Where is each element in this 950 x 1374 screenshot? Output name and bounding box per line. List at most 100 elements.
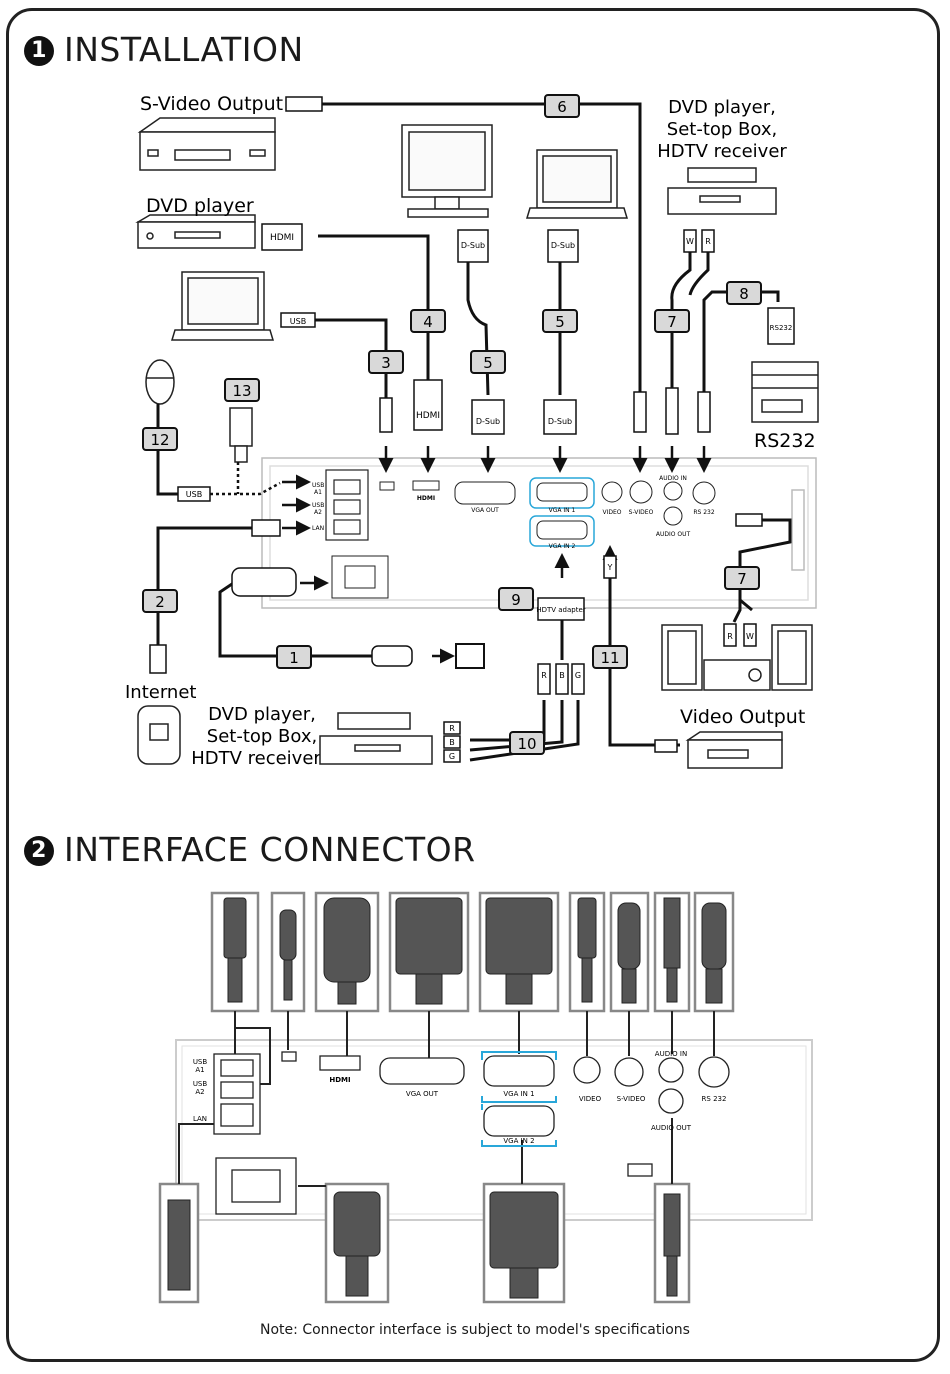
vcr-device-icon (685, 731, 783, 769)
vga-in-2-label: VGA IN 2 (503, 1137, 534, 1145)
cable-number-badge: 11 (592, 645, 628, 669)
laptop-icon (170, 271, 275, 341)
rs232-port-label: RS 232 (693, 509, 715, 516)
cable-number-badge: 6 (544, 94, 580, 118)
vga-out-label: VGA OUT (406, 1090, 439, 1098)
usb-a2-label: A2 (195, 1088, 204, 1096)
interface-ports (213, 1051, 730, 1215)
usb-plug-label: USB (186, 490, 202, 499)
dvd-settop-label: DVD player, (208, 704, 316, 725)
dsub-plug-label: D-Sub (548, 417, 572, 426)
cable-number-label: 1 (289, 649, 299, 667)
cable-number-badge: 5 (542, 309, 578, 333)
component-r-label: R (449, 724, 455, 733)
hdmi-plug-label: HDMI (270, 233, 294, 243)
cable-number-badge: 5 (470, 350, 506, 374)
video-port (601, 481, 623, 503)
usb-plug-label: USB (290, 317, 306, 326)
cable-number-label: 10 (517, 735, 536, 753)
usb-a1-label: USB (193, 1058, 208, 1066)
cable-number-label: 13 (232, 382, 251, 400)
cable-number-label: 6 (557, 98, 567, 116)
audio-out-port (663, 506, 683, 526)
cable-number-label: 8 (739, 285, 749, 303)
audio-in-port (663, 481, 683, 501)
usb-a1-port (325, 469, 369, 541)
dsub-plug-label: D-Sub (461, 241, 485, 250)
s-video-port (629, 480, 653, 504)
section-number-badge: 1 (24, 36, 54, 66)
section-number-badge: 2 (24, 836, 54, 866)
usb-a2-label: USB (312, 502, 324, 509)
cable-connectors (149, 96, 795, 763)
cable-number-badge: 8 (726, 281, 762, 305)
mini-usb-port (379, 481, 395, 491)
mouse-icon (145, 359, 175, 405)
cable-number-label: 9 (511, 591, 521, 609)
vga-out-label: VGA OUT (471, 507, 499, 514)
hdmi-plug-label: HDMI (416, 411, 440, 421)
usb-a2-label: USB (193, 1080, 208, 1088)
connector-plug-icons (167, 897, 727, 1299)
cable-number-label: 4 (423, 313, 433, 331)
component-b-label: B (559, 671, 565, 680)
cable-number-label: 7 (667, 313, 677, 331)
audio-plug-w-label: W (686, 237, 694, 246)
dsub-plug-label: D-Sub (476, 417, 500, 426)
footnote: Note: Connector interface is subject to … (260, 1322, 690, 1338)
lan-label: LAN (312, 525, 324, 532)
rs232-label: RS232 (754, 430, 816, 452)
dsub-plug-label: D-Sub (551, 241, 575, 250)
cable-number-label: 11 (600, 649, 619, 667)
audio-out-label: AUDIO OUT (651, 1124, 692, 1132)
dvd-settop-label: HDTV receiver (657, 141, 787, 162)
connector-labels: USB USB HDMI HDMI D-Sub D-Sub D-Sub D-Su… (186, 233, 793, 761)
section-title: INSTALLATION (64, 30, 304, 69)
video-output-label: Video Output (680, 706, 805, 728)
hdmi-logo: HDMI (417, 495, 435, 502)
interface-port-labels: USB A1 USB A2 LAN HDMI VGA OUT VGA IN 1 … (193, 1050, 727, 1145)
component-b-label: B (449, 738, 455, 747)
settop-box-icon (667, 167, 777, 215)
hdtv-adapter-label: HDTV adapter (536, 606, 585, 614)
video-port-label: VIDEO (602, 509, 621, 516)
component-g-label: G (449, 752, 455, 761)
usb-a2-label: A2 (314, 509, 322, 516)
audio-in-label: AUDIO IN (659, 475, 687, 482)
hdmi-logo: HDMI (329, 1076, 350, 1084)
component-r-label: R (541, 671, 547, 680)
cable-number-label: 5 (555, 313, 565, 331)
dvd-settop-label: Set-top Box, (667, 119, 777, 140)
cable-number-badge: 1 (276, 645, 312, 669)
cable-number-label: 5 (483, 354, 493, 372)
section-heading-installation: 1 INSTALLATION (24, 30, 304, 69)
dvd-settop-label: Set-top Box, (207, 726, 317, 747)
cable-number-badge: 12 (142, 427, 178, 451)
vga-in-2-label: VGA IN 2 (549, 543, 576, 550)
speaker-system-icon (661, 624, 813, 691)
page-border (6, 8, 940, 1362)
vga-in-1-port (536, 482, 588, 502)
cable-number-label: 7 (737, 570, 747, 588)
rs232-computer-icon (751, 361, 819, 423)
audio-out-label: AUDIO OUT (656, 531, 691, 538)
cable-number-badge: 3 (368, 350, 404, 374)
vga-out-port (454, 481, 516, 505)
vga-in-1-label: VGA IN 1 (549, 507, 576, 514)
hdmi-port (412, 480, 440, 491)
cable-number-badge: 13 (224, 378, 260, 402)
internet-label: Internet (125, 682, 196, 703)
audio-plug-r-label: R (727, 632, 733, 641)
dvd-settop-label: DVD player, (668, 97, 776, 118)
wall-outlet-icon (455, 643, 485, 669)
vga-in-2-port (536, 520, 588, 540)
network-socket-icon (137, 705, 181, 765)
connection-arrows (282, 446, 712, 664)
dvd-player-icon (135, 214, 256, 249)
power-inlet-socket (344, 565, 376, 589)
cable-number-label: 2 (155, 593, 165, 611)
usb-a1-label: A1 (195, 1066, 204, 1074)
usb-a1-label: USB (312, 482, 324, 489)
rs232-port (692, 481, 716, 505)
